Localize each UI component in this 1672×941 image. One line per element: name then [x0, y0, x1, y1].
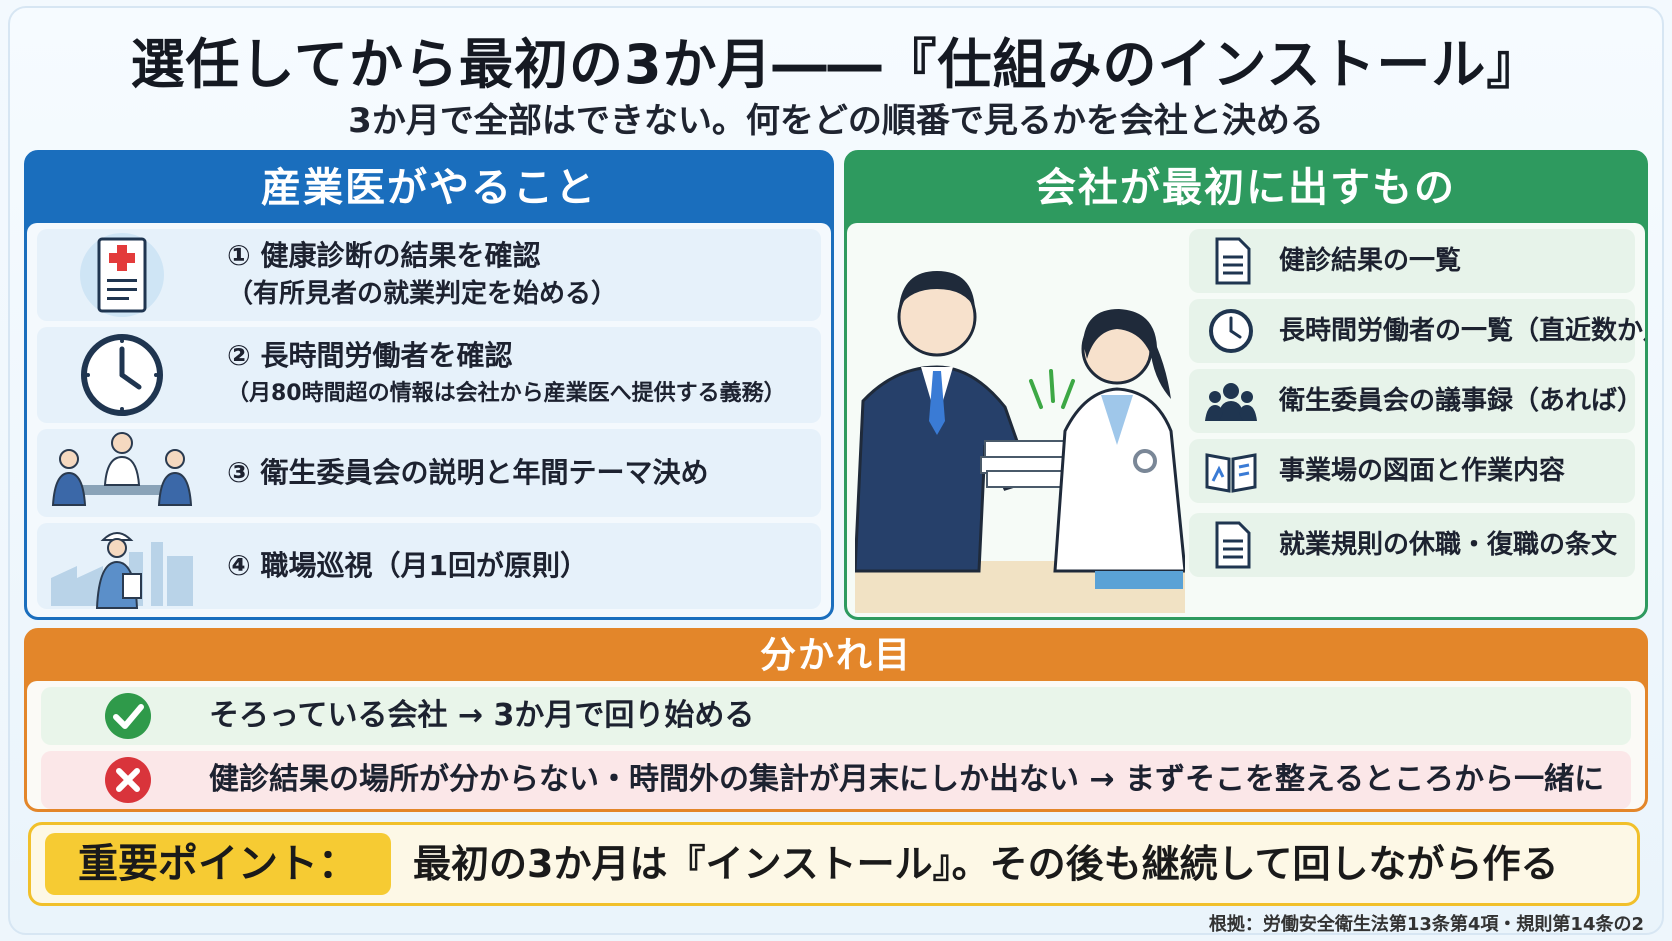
handover-illustration [855, 271, 1185, 613]
provide-item-label: 長時間労働者の一覧（直近数か月） [1279, 316, 1645, 346]
doctor-tasks-panel: 産業医がやること ① 健康診断の結果を確認 （有所見者の就業判定を始める） [24, 150, 834, 620]
source-citation: 根拠：労働安全衛生法第13条第4項・規則第14条の2 [1208, 914, 1644, 935]
task-title: ① 健康診断の結果を確認 [227, 239, 541, 272]
document-icon [1215, 521, 1251, 569]
key-point-label: 重要ポイント： [45, 833, 391, 895]
document-icon [1215, 237, 1251, 285]
task-title: ④ 職場巡視（月1回が原則） [227, 549, 588, 582]
task-row-committee: ③ 衛生委員会の説明と年間テーマ決め [37, 429, 821, 517]
meeting-icon [51, 432, 193, 506]
company-provides-body: 健診結果の一覧 長時間労働者の一覧（直近数か月） 衛生委員会の議事録（あれば） [847, 223, 1645, 617]
task-row-health-check: ① 健康診断の結果を確認 （有所見者の就業判定を始める） [37, 229, 821, 321]
turning-point-panel: 分かれ目 そろっている会社 → 3か月で回り始める 健診結果の場所が分からない・… [24, 628, 1648, 812]
provide-item-health-results: 健診結果の一覧 [1189, 229, 1635, 293]
good-case-text: そろっている会社 → 3か月で回り始める [209, 698, 755, 733]
provide-item-minutes: 衛生委員会の議事録（あれば） [1189, 369, 1643, 433]
key-point-text: 最初の3か月は『インストール』。その後も継続して回しながら作る [413, 842, 1559, 886]
provide-item-label: 健診結果の一覧 [1279, 246, 1462, 276]
task-subtext: （有所見者の就業判定を始める） [227, 279, 618, 309]
map-book-icon [1205, 453, 1257, 493]
good-case-row: そろっている会社 → 3か月で回り始める [41, 687, 1631, 745]
provide-item-label: 事業場の図面と作業内容 [1279, 456, 1566, 486]
bad-case-row: 健診結果の場所が分からない・時間外の集計が月末にしか出ない → まずそこを整える… [41, 751, 1631, 809]
people-icon [1205, 383, 1257, 421]
cross-circle-icon [105, 757, 151, 803]
bad-case-text: 健診結果の場所が分からない・時間外の集計が月末にしか出ない → まずそこを整える… [209, 762, 1605, 797]
task-text-health-check: ① 健康診断の結果を確認 （有所見者の就業判定を始める） [227, 237, 617, 313]
clock-icon [1209, 309, 1253, 353]
page-subtitle: 3か月で全部はできない。何をどの順番で見るかを会社と決める [348, 101, 1324, 141]
provide-item-work-rules: 就業規則の休職・復職の条文 [1189, 513, 1635, 577]
doctor-tasks-body: ① 健康診断の結果を確認 （有所見者の就業判定を始める） ② 長時間労働者を確認… [27, 223, 831, 617]
turning-point-heading: 分かれ目 [759, 635, 912, 676]
key-point-box: 重要ポイント： 最初の3か月は『インストール』。その後も継続して回しながら作る [28, 822, 1640, 906]
provide-item-label: 衛生委員会の議事録（あれば） [1279, 386, 1644, 416]
turning-point-body: そろっている会社 → 3か月で回り始める 健診結果の場所が分からない・時間外の集… [27, 681, 1645, 809]
task-text-committee: ③ 衛生委員会の説明と年間テーマ決め [227, 454, 708, 492]
company-provides-panel: 会社が最初に出すもの [844, 150, 1648, 620]
company-provides-heading: 会社が最初に出すもの [1036, 165, 1456, 211]
task-text-inspection: ④ 職場巡視（月1回が原則） [227, 547, 588, 585]
factory-inspection-icon [51, 532, 193, 609]
medical-report-icon [80, 233, 164, 317]
task-row-long-hours: ② 長時間労働者を確認 （月80時間超の情報は会社から産業医へ提供する義務） [37, 327, 821, 423]
task-title: ③ 衛生委員会の説明と年間テーマ決め [227, 456, 709, 489]
page-title: 選任してから最初の3か月――『仕組みのインストール』 [130, 33, 1542, 96]
task-subtext: （月80時間超の情報は会社から産業医へ提供する義務） [227, 381, 786, 406]
provide-item-floor-plan: 事業場の図面と作業内容 [1189, 439, 1635, 503]
provide-item-long-hours: 長時間労働者の一覧（直近数か月） [1189, 299, 1645, 363]
clock-icon [81, 334, 163, 416]
task-text-long-hours: ② 長時間労働者を確認 （月80時間超の情報は会社から産業医へ提供する義務） [227, 337, 786, 413]
doctor-tasks-heading: 産業医がやること [261, 165, 597, 211]
task-row-inspection: ④ 職場巡視（月1回が原則） [37, 523, 821, 609]
provide-item-label: 就業規則の休職・復職の条文 [1279, 530, 1618, 560]
task-title: ② 長時間労働者を確認 [227, 339, 513, 372]
check-circle-icon [105, 693, 151, 739]
